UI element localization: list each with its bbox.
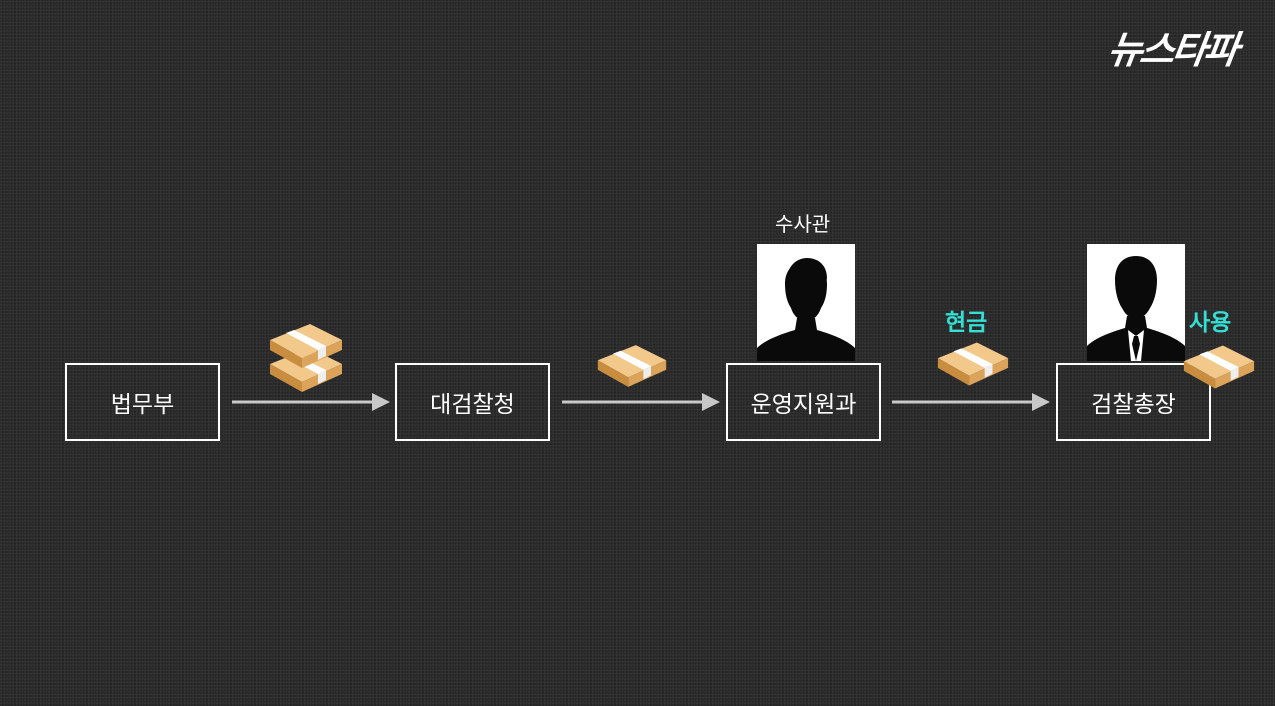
node-label: 운영지원과 xyxy=(750,392,857,418)
arrow-right-icon xyxy=(232,393,390,411)
money-stack-icon xyxy=(270,324,342,392)
node-operations-support: 운영지원과 xyxy=(726,363,881,441)
node-label: 검찰총장 xyxy=(1091,392,1176,418)
arrow-right-icon xyxy=(562,393,720,411)
label-cash: 현금 xyxy=(945,310,988,336)
label-use: 사용 xyxy=(1189,310,1232,336)
person-silhouette-icon xyxy=(757,244,855,361)
newstapa-logo: 뉴스타파 xyxy=(1104,28,1239,72)
node-label: 법무부 xyxy=(110,392,175,418)
arrow-right-icon xyxy=(892,393,1050,411)
suit-person-icon xyxy=(1087,244,1185,361)
node-ministry: 법무부 xyxy=(65,363,220,441)
money-stack-icon xyxy=(1183,345,1255,389)
node-label: 대검찰청 xyxy=(430,392,515,418)
node-supreme-prosecutors: 대검찰청 xyxy=(395,363,550,441)
label-investigator: 수사관 xyxy=(775,212,831,236)
money-stack-icon xyxy=(937,342,1009,386)
money-stack-icon xyxy=(597,345,667,387)
node-prosecutor-general: 검찰총장 xyxy=(1056,363,1211,441)
